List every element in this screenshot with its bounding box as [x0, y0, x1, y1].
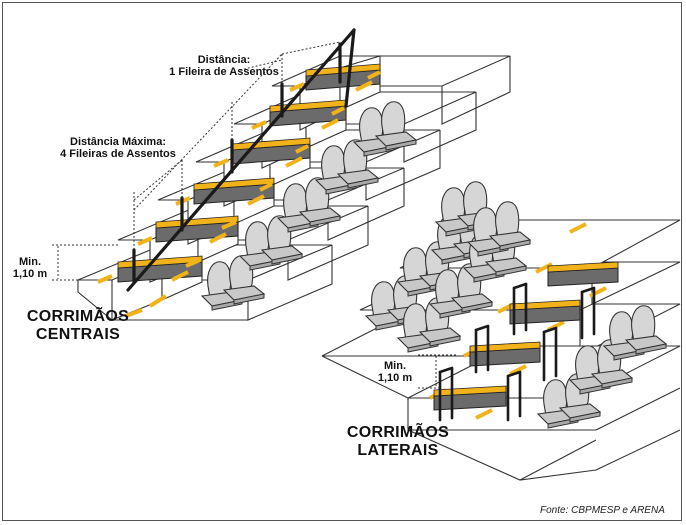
central-stand [52, 28, 511, 321]
diagram-frame [2, 2, 682, 521]
distance-max-label: Distância Máxima: 4 Fileiras de Assentos [40, 136, 196, 160]
central-handrail [126, 28, 356, 292]
lateral-handrails-title: CORRIMÃOS LATERAIS [338, 424, 458, 459]
central-title-line1: CORRIMÃOS [26, 308, 130, 325]
central-title-line2: CENTRAIS [35, 325, 121, 343]
min-height-central-title: Min. [19, 256, 41, 268]
min-height-lateral-value: 1,10 m [377, 372, 413, 385]
lateral-dimension-lines [418, 354, 458, 389]
distance-max-value: 4 Fileiras de Assentos [60, 148, 176, 161]
distance-one-label: Distância: 1 Fileira de Assentos [160, 54, 288, 78]
central-dimension-lines [52, 41, 341, 281]
min-height-central-label: Min. 1,10 m [8, 256, 52, 280]
central-tread-stripes [97, 70, 381, 318]
source-credit: Fonte: CBPMESP e ARENA [540, 505, 665, 516]
lateral-handrails [438, 282, 596, 422]
distance-max-title: Distância Máxima: [70, 136, 166, 148]
lateral-title-line2: LATERAIS [357, 441, 439, 459]
min-height-lateral-label: Min. 1,10 m [372, 360, 418, 384]
min-height-lateral-title: Min. [384, 360, 406, 372]
distance-one-title: Distância: [197, 54, 251, 66]
distance-one-value: 1 Fileira de Assentos [169, 66, 279, 79]
lateral-title-line1: CORRIMÃOS [346, 424, 450, 441]
lateral-stand [321, 182, 681, 481]
min-height-central-value: 1,10 m [12, 268, 48, 281]
central-handrails-title: CORRIMÃOS CENTRAIS [18, 308, 138, 343]
